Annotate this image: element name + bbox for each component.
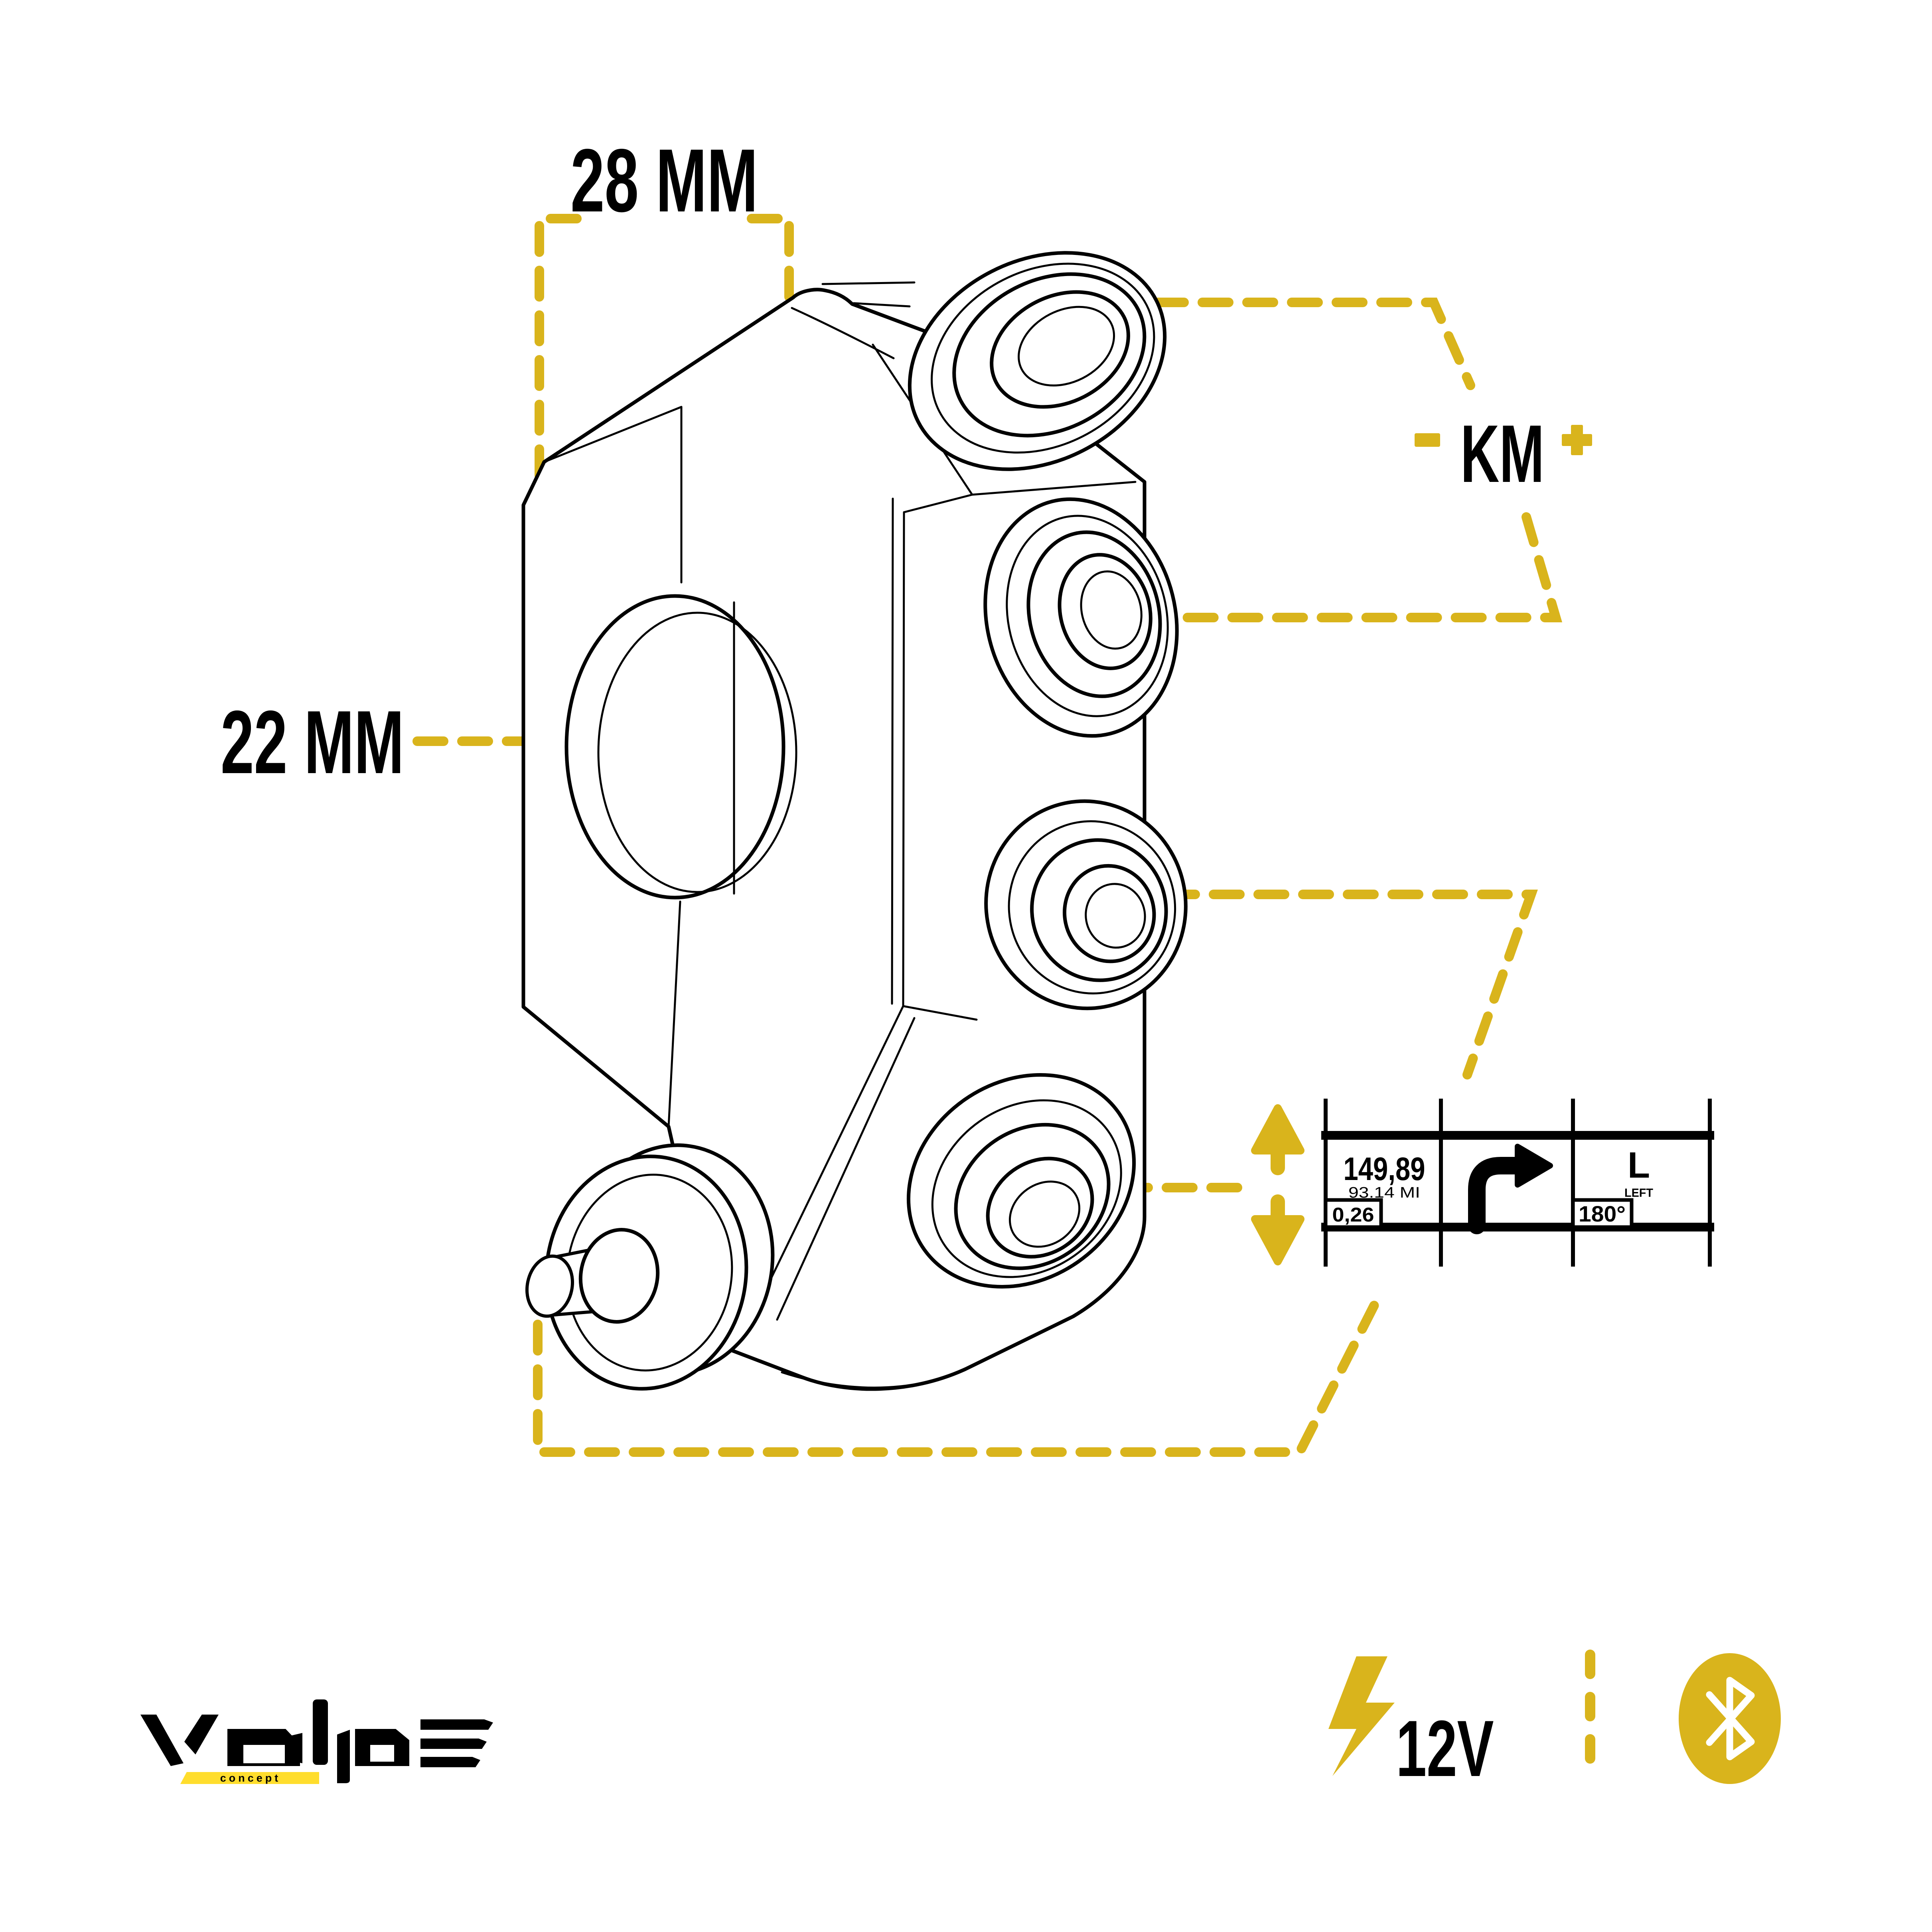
logo-letter-e-bar2 bbox=[420, 1739, 487, 1749]
lower-wedge-edge-b bbox=[776, 1017, 916, 1321]
distance-badge-box bbox=[1324, 1198, 1383, 1229]
km-adjust-label: KM bbox=[1415, 408, 1592, 499]
logo-letter-e-bar3 bbox=[420, 1757, 480, 1767]
bottom-button bbox=[906, 1073, 1136, 1289]
display-cell-direction: L LEFT 180° bbox=[1571, 1145, 1653, 1229]
front-edge-inner bbox=[891, 497, 894, 1005]
logo-letter-o bbox=[227, 1729, 300, 1766]
lower-right-edge bbox=[902, 1005, 978, 1021]
toggle-display-leader bbox=[533, 1275, 1386, 1457]
turn-right-icon-head bbox=[1515, 1144, 1553, 1188]
voltage-label: 12V bbox=[1396, 1704, 1494, 1793]
display-mockup: 149,89 93.14 MI 0,26 L LEFT 180° bbox=[1251, 1099, 1714, 1267]
width-dimension-label: 28 MM bbox=[570, 130, 758, 231]
toggle-switch bbox=[525, 1143, 775, 1391]
ridge-roll bbox=[791, 307, 895, 359]
display-cell-distance: 149,89 93.14 MI 0,26 bbox=[1324, 1151, 1425, 1229]
brand-tagline-box bbox=[180, 1772, 319, 1784]
brand-tagline: concept bbox=[220, 1772, 281, 1784]
upper-side-button bbox=[983, 497, 1179, 738]
clamp-hole-inner-rim bbox=[597, 612, 797, 893]
turn-right-icon bbox=[1468, 1157, 1525, 1234]
logo-letter-p bbox=[355, 1729, 409, 1766]
km-leader-top bbox=[1108, 298, 1475, 390]
lower-wedge-edge-a bbox=[759, 1005, 904, 1302]
display-cell-turn bbox=[1468, 1144, 1553, 1234]
bevel-edge bbox=[543, 406, 683, 463]
direction-badge-box bbox=[1571, 1198, 1634, 1229]
lightning-bolt-icon bbox=[1328, 1656, 1395, 1776]
plateau-back-edge bbox=[821, 281, 916, 285]
brand-logo: VOLPE concept bbox=[140, 1699, 493, 1784]
lower-side-button bbox=[984, 799, 1188, 1010]
clamp-dimension-label: 22 MM bbox=[221, 692, 404, 792]
width-bracket-left-line bbox=[535, 214, 582, 512]
button3-leader bbox=[1164, 890, 1538, 1079]
direction-badge: 180° bbox=[1579, 1201, 1626, 1226]
up-arrow-icon bbox=[1251, 1104, 1304, 1175]
distance-value: 149,89 bbox=[1344, 1151, 1425, 1187]
direction-caption: LEFT bbox=[1624, 1186, 1653, 1200]
direction-value: L bbox=[1628, 1145, 1650, 1186]
logo-letter-e-bar1 bbox=[420, 1719, 493, 1730]
bluetooth-icon bbox=[1679, 1653, 1781, 1784]
plateau-front-edge bbox=[853, 302, 911, 308]
logo-letter-p-descender bbox=[337, 1730, 350, 1783]
km-leader-bottom bbox=[1144, 512, 1563, 622]
power-spec: 12V bbox=[1328, 1656, 1494, 1793]
logo-letter-v2 bbox=[184, 1715, 219, 1754]
hole-support-edge bbox=[667, 900, 681, 1128]
minus-icon bbox=[1415, 433, 1440, 447]
clamp-hole-outer bbox=[564, 594, 785, 900]
logo-letter-v bbox=[140, 1715, 184, 1766]
top-button bbox=[908, 251, 1167, 471]
logo-letter-l-wedge bbox=[289, 1733, 302, 1763]
toggle-stem-tip bbox=[525, 1254, 574, 1318]
bottom-edge-inner bbox=[781, 1366, 971, 1389]
width-bracket-right-line bbox=[747, 214, 794, 337]
plus-icon bbox=[1562, 425, 1592, 455]
down-arrow-icon bbox=[1251, 1194, 1304, 1265]
front-edge bbox=[902, 511, 905, 1007]
distance-badge: 0,26 bbox=[1332, 1204, 1374, 1226]
toggle-collar bbox=[578, 1228, 660, 1324]
device-illustration bbox=[521, 251, 1188, 1391]
km-label: KM bbox=[1460, 408, 1544, 499]
logo-letter-l bbox=[313, 1699, 328, 1765]
front-vertical-edge bbox=[903, 493, 973, 513]
